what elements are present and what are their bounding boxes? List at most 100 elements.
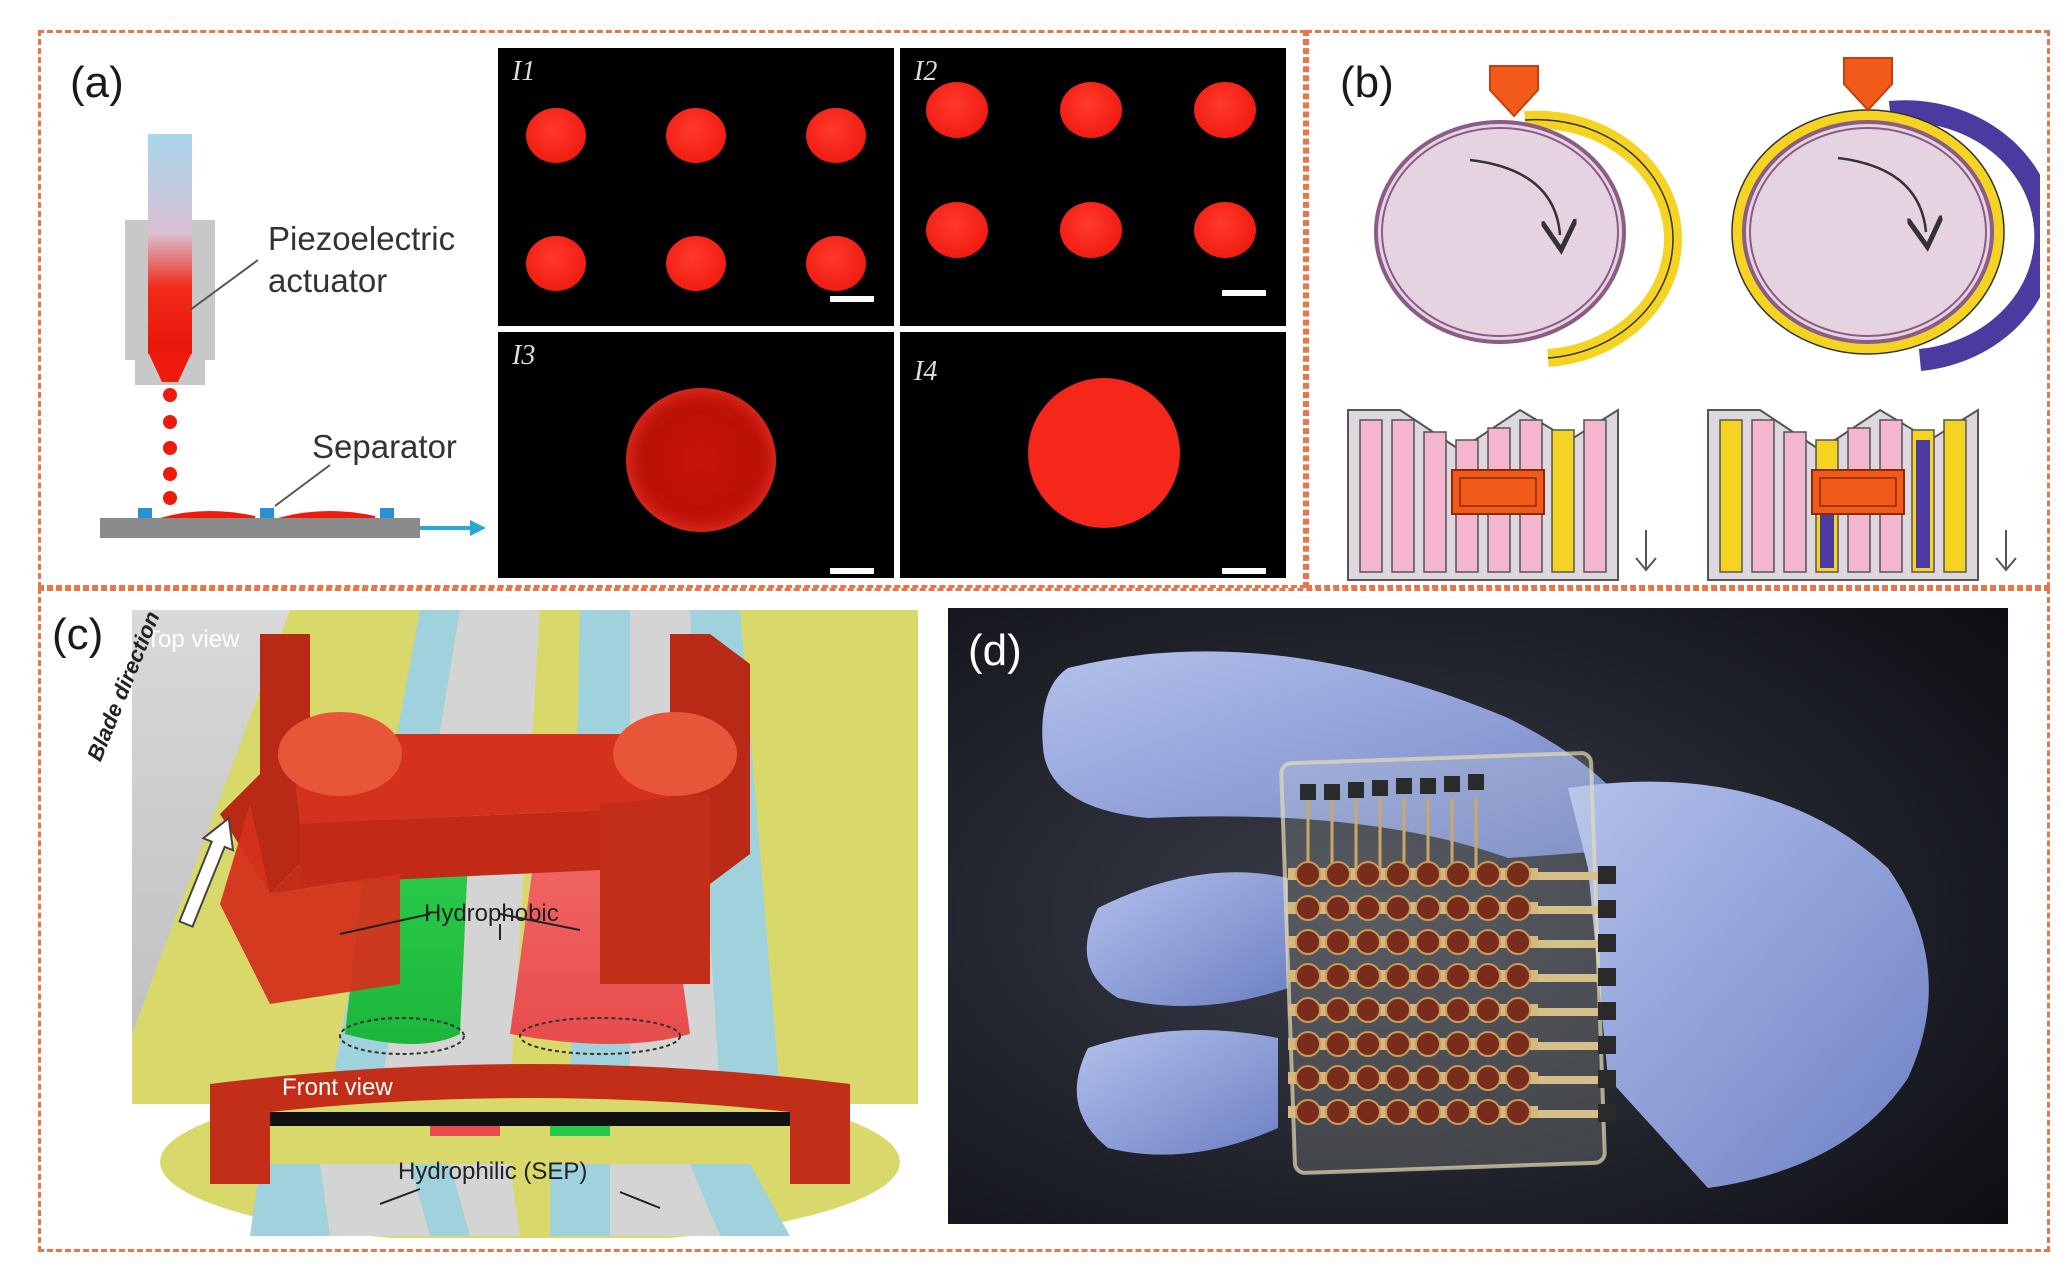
glove-finger-low — [1086, 872, 1288, 1006]
cell-dot — [1355, 997, 1381, 1023]
blade-stack-right — [1707, 408, 2017, 581]
drum-left — [1374, 65, 1682, 367]
cell-dot — [1385, 1031, 1411, 1057]
cell-dot — [1445, 1031, 1471, 1057]
cell-dot — [1355, 1099, 1381, 1125]
ink-channel — [148, 134, 192, 354]
glove-finger-top — [1042, 651, 1648, 858]
cell-dot — [1385, 963, 1411, 989]
cell-dot — [1475, 1099, 1501, 1125]
cell-dot — [1295, 1099, 1321, 1125]
cell-dot — [1475, 895, 1501, 921]
cell-dot — [1505, 963, 1531, 989]
cell-dot — [1505, 929, 1531, 955]
cell-dot — [1295, 895, 1321, 921]
cell-dot — [1505, 1099, 1531, 1125]
micrograph-i1: I1 — [498, 48, 894, 326]
separator-label: Separator — [312, 428, 457, 465]
cell-dot — [1475, 929, 1501, 955]
cell-dot — [1415, 1099, 1441, 1125]
micrograph-i2: I2 — [900, 48, 1286, 326]
cell-dot — [1445, 963, 1471, 989]
cell-dot — [1355, 861, 1381, 887]
cell-dot — [1325, 1099, 1351, 1125]
cell-dot — [1445, 895, 1471, 921]
drum-right — [1731, 57, 2040, 371]
glove-hand — [1568, 781, 1929, 1188]
cell-dot — [1505, 1031, 1531, 1057]
cell-dot — [1355, 1065, 1381, 1091]
glove-finger-lower — [1076, 1030, 1278, 1155]
cell-dot — [1415, 1031, 1441, 1057]
cell-dot — [1445, 929, 1471, 955]
cell-dot — [1355, 929, 1381, 955]
cell-dot — [1295, 1031, 1321, 1057]
cell-dot — [1475, 1031, 1501, 1057]
hydrophilic-label: Hydrophilic (SEP) — [398, 1158, 588, 1185]
cell-dot — [1355, 895, 1381, 921]
panel-d-label: (d) — [968, 626, 1022, 675]
cell-dot — [1415, 1065, 1441, 1091]
micrograph-tag: I3 — [512, 340, 536, 371]
blade-stack-left — [1347, 408, 1657, 581]
cell-dot — [1475, 1065, 1501, 1091]
cell-dot — [1505, 1065, 1531, 1091]
cell-dot — [1325, 929, 1351, 955]
cell-dot — [1475, 861, 1501, 887]
panel-c-label: (c) — [52, 610, 104, 659]
actuator-label-line1: Piezoelectric — [268, 220, 456, 257]
side-contacts — [1538, 872, 1598, 1118]
cell-dot — [1415, 895, 1441, 921]
cell-dot — [1295, 963, 1321, 989]
speckled-droplet — [626, 388, 776, 532]
cell-dot — [1415, 997, 1441, 1023]
coating-blade — [220, 634, 750, 1004]
cell-dot — [1295, 929, 1321, 955]
front-blade — [210, 1064, 850, 1184]
scale-bar — [830, 568, 874, 574]
panel-a-frame — [38, 30, 1306, 588]
cell-dot — [1295, 1065, 1321, 1091]
cell-dot — [1505, 997, 1531, 1023]
cell-dot — [1385, 1099, 1411, 1125]
nozzle-left — [1489, 65, 1539, 118]
cell-dot — [1415, 963, 1441, 989]
droplet — [163, 467, 177, 481]
droplet — [163, 415, 177, 429]
cell-dot — [1325, 1065, 1351, 1091]
blade-direction-arrow — [178, 816, 235, 928]
cell-dot — [1445, 1065, 1471, 1091]
cell-dot — [1385, 1065, 1411, 1091]
cell-dot — [1325, 1031, 1351, 1057]
top-contacts — [1306, 798, 1478, 868]
scale-bar — [1222, 568, 1266, 574]
device-photo — [948, 608, 2008, 1224]
micrograph-i3: I3 — [498, 332, 894, 578]
cell-dot — [1385, 895, 1411, 921]
cell-dot — [1295, 861, 1321, 887]
cell-dot — [1385, 929, 1411, 955]
cell-dot — [1325, 895, 1351, 921]
micrograph-tag: I2 — [914, 56, 938, 87]
roll-coating-schematic — [1347, 57, 2040, 581]
scale-bar — [830, 296, 874, 302]
cell-dot — [1325, 861, 1351, 887]
inkjet-printer-schematic — [100, 134, 486, 538]
front-view-label: Front view — [282, 1074, 393, 1101]
cell-dot — [1325, 963, 1351, 989]
cell-dot — [1505, 895, 1531, 921]
droplet — [163, 388, 177, 402]
cell-dot — [1355, 1031, 1381, 1057]
cell-dot — [1385, 997, 1411, 1023]
cell-dot — [1325, 997, 1351, 1023]
cell-dot — [1295, 997, 1321, 1023]
panel-b-label: (b) — [1340, 58, 1394, 107]
cell-dot — [1445, 1099, 1471, 1125]
panel-a-label: (a) — [70, 58, 124, 107]
panel-cd-frame — [38, 588, 2050, 1252]
nozzle-right — [1843, 57, 1893, 112]
micrograph-tag: I1 — [512, 56, 536, 87]
droplet — [163, 491, 177, 505]
cell-dot — [1415, 861, 1441, 887]
micrograph-i4: I4 — [900, 332, 1286, 578]
